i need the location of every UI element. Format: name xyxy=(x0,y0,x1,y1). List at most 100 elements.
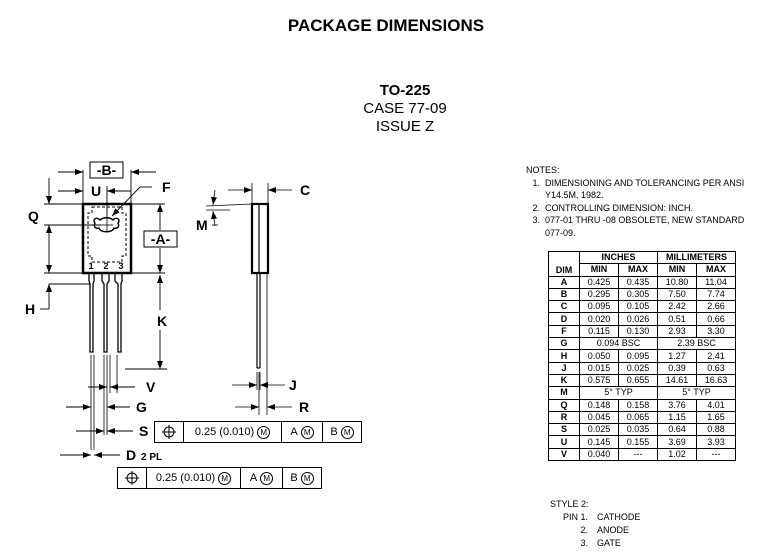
dim-label-k: K xyxy=(157,313,167,329)
dim-label-c: C xyxy=(300,182,310,198)
mmc-modifier: M xyxy=(218,471,232,485)
table-cell: 0.025 xyxy=(618,361,658,375)
heatsink-outline xyxy=(87,206,127,263)
table-cell: 3.30 xyxy=(696,324,736,339)
pin-row: 2.ANODE xyxy=(580,525,630,535)
front-view xyxy=(81,202,133,450)
col-header-mm-min: MIN xyxy=(657,263,697,277)
dim-label-d: D xyxy=(126,447,136,463)
pin-function: ANODE xyxy=(597,525,630,535)
note-item: 1.DIMENSIONING AND TOLERANCING PER ANSI … xyxy=(526,177,760,202)
dim-label-g: G xyxy=(136,399,147,415)
pin-number-2: 2 xyxy=(103,261,108,271)
group-header-inches: INCHES xyxy=(579,250,658,265)
table-cell: V xyxy=(548,447,580,462)
table-cell: 0.050 xyxy=(579,349,619,363)
table-cell: 5° TYP xyxy=(579,386,658,400)
table-cell: J xyxy=(548,361,580,375)
datum-b-box xyxy=(89,161,124,179)
page-title: PACKAGE DIMENSIONS xyxy=(287,16,485,35)
leads xyxy=(88,273,123,353)
table-cell: S xyxy=(548,423,580,437)
table-cell: 7.50 xyxy=(657,287,697,302)
issue-label: ISSUE Z xyxy=(375,118,435,135)
note-item: 2.CONTROLLING DIMENSION: INCH. xyxy=(526,202,760,215)
table-cell: 0.64 xyxy=(657,423,697,437)
table-cell: 11.04 xyxy=(696,275,736,289)
table-cell: 1.27 xyxy=(657,349,697,363)
style-heading: STYLE 2: xyxy=(550,499,589,509)
table-cell: 0.020 xyxy=(579,312,619,326)
table-cell: 10.80 xyxy=(657,275,697,289)
table-cell: 0.39 xyxy=(657,361,697,375)
datum-ref: B xyxy=(330,426,338,438)
mmc-modifier: M xyxy=(300,425,314,439)
dim-label-q: Q xyxy=(28,208,39,224)
pin-number-3: 3 xyxy=(118,261,123,271)
mmc-modifier: M xyxy=(300,471,314,485)
table-cell: 0.88 xyxy=(696,423,736,437)
dim-label-d-suffix: 2 PL xyxy=(141,452,162,463)
table-cell: 0.115 xyxy=(579,324,619,339)
table-cell: 0.095 xyxy=(618,349,658,363)
notes-heading: NOTES: xyxy=(526,165,560,175)
table-cell: 0.045 xyxy=(579,410,619,425)
table-cell: 0.065 xyxy=(618,410,658,425)
table-cell: 0.145 xyxy=(579,435,619,449)
table-cell: 0.158 xyxy=(618,398,658,412)
mmc-modifier: M xyxy=(260,471,274,485)
table-cell: 4.01 xyxy=(696,398,736,412)
datum-a-box xyxy=(143,230,178,248)
group-header-millimeters: MILLIMETERS xyxy=(657,250,736,265)
table-cell: 0.148 xyxy=(579,398,619,412)
note-text: 077-01 THRU -08 OBSOLETE, NEW STANDARD 0… xyxy=(545,215,745,238)
table-cell: 0.435 xyxy=(618,275,658,289)
mmc-modifier: M xyxy=(257,425,271,439)
mmc-modifier: M xyxy=(340,425,354,439)
table-cell: 2.42 xyxy=(657,300,697,314)
table-cell: R xyxy=(548,410,580,425)
col-header-in-min: MIN xyxy=(579,263,619,277)
table-cell: 0.105 xyxy=(618,300,658,314)
table-cell: 0.305 xyxy=(618,287,658,302)
col-header-dim: DIM xyxy=(548,251,580,277)
table-cell: 0.51 xyxy=(657,312,697,326)
table-cell: 0.025 xyxy=(579,423,619,437)
table-cell: --- xyxy=(618,447,658,462)
table-cell: 2.39 BSC xyxy=(657,337,736,351)
table-cell: H xyxy=(548,349,580,363)
table-cell: 1.65 xyxy=(696,410,736,425)
datum-ref: A xyxy=(290,426,298,438)
table-cell: 0.66 xyxy=(696,312,736,326)
dim-label-h: H xyxy=(25,301,35,317)
table-cell: G xyxy=(548,337,580,351)
table-cell: 0.130 xyxy=(618,324,658,339)
position-icon xyxy=(118,468,147,488)
side-view xyxy=(205,183,292,415)
dim-label-s: S xyxy=(139,423,148,439)
pin-row: PIN 1.CATHODE xyxy=(562,512,641,522)
table-cell: 5° TYP xyxy=(657,386,736,400)
table-cell: U xyxy=(548,435,580,449)
table-cell: 0.094 BSC xyxy=(579,337,658,351)
datum-ref: B xyxy=(290,472,298,484)
table-cell: 7.74 xyxy=(696,287,736,302)
col-header-in-max: MAX xyxy=(618,263,658,277)
pin-number-1: 1 xyxy=(88,261,93,271)
table-cell: 0.095 xyxy=(579,300,619,314)
table-cell: B xyxy=(548,287,580,302)
table-cell: 0.295 xyxy=(579,287,619,302)
datum-ref: A xyxy=(249,472,258,484)
case-number: CASE 77-09 xyxy=(363,100,447,117)
table-cell: 3.93 xyxy=(696,435,736,449)
